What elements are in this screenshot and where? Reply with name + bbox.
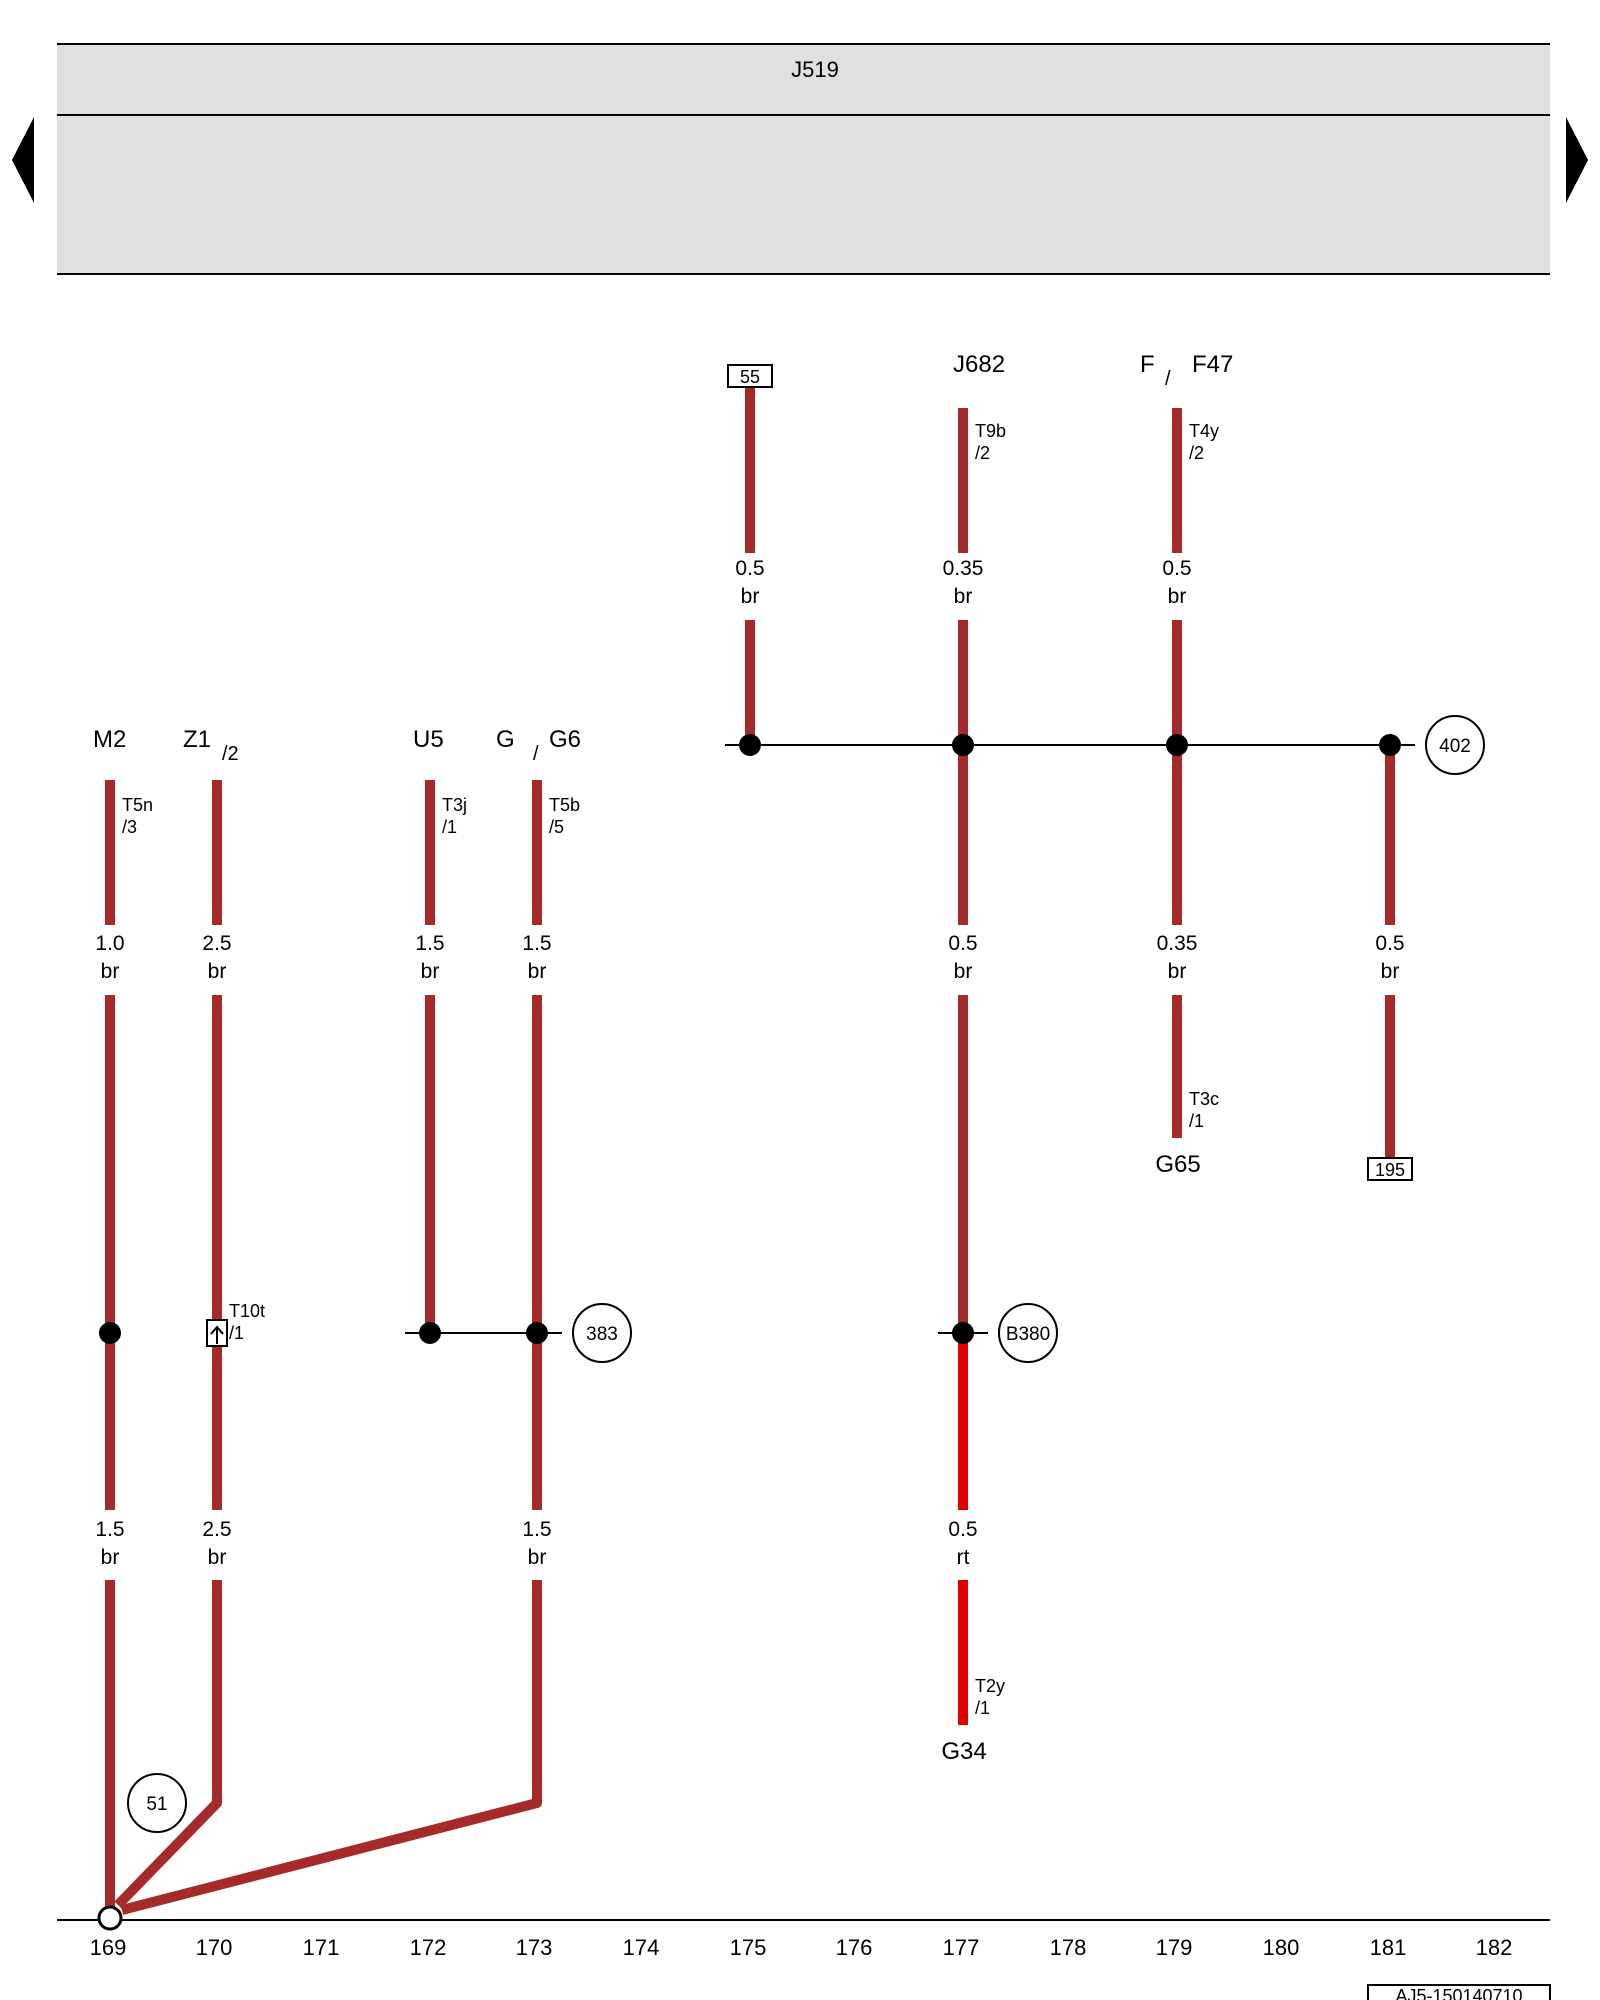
wire-size: 1.5: [522, 932, 551, 955]
ref-circle-51-label: 51: [146, 1794, 167, 1815]
control-unit-title: J519: [791, 57, 839, 82]
connector-t4y: T4y: [1189, 421, 1219, 441]
wire-size: 1.5: [95, 1518, 124, 1541]
connector-t3j: T3j: [442, 795, 467, 815]
wire-color: br: [101, 960, 120, 983]
wire-size: 0.35: [1157, 932, 1198, 955]
component-j682: J682: [953, 351, 1005, 378]
wire-size: 1.0: [95, 932, 124, 955]
ref-circle-51[interactable]: [127, 1773, 187, 1833]
wire-labels: 1.0 br 2.5 br 1.5 br 1.5 br 0.5 br 0.35 …: [95, 557, 1404, 1569]
wire-color: br: [1168, 585, 1187, 608]
ref-circle-402[interactable]: [1425, 715, 1485, 775]
wire-color: br: [421, 960, 440, 983]
grid-number: 181: [1370, 1935, 1407, 1960]
wire-color: br: [208, 960, 227, 983]
grid-number: 178: [1050, 1935, 1087, 1960]
connector-plug-icon: [206, 1319, 228, 1347]
wire-size: 1.5: [415, 932, 444, 955]
component-f47: F47: [1192, 351, 1233, 378]
wire-color: br: [208, 1546, 227, 1569]
connector-labels: T5n /3 T3j /1 T5b /5 T9b /2 T4y /2 T3c /…: [122, 421, 1219, 1718]
wire-size: 0.5: [1375, 932, 1404, 955]
grid-number: 179: [1156, 1935, 1193, 1960]
connector-t5b-pin: /5: [549, 817, 564, 837]
wire-color: br: [1381, 960, 1400, 983]
connector-t2y: T2y: [975, 1676, 1005, 1696]
grid-number: 176: [836, 1935, 873, 1960]
wire-color: br: [1168, 960, 1187, 983]
grid-numbers: 169 170 171 172 173 174 175 176 177 178 …: [90, 1935, 1513, 1960]
component-f: F: [1140, 351, 1155, 378]
footer-code-box: [1367, 1984, 1551, 2000]
connector-t2y-pin: /1: [975, 1698, 990, 1718]
wire-color: br: [954, 960, 973, 983]
wire-size: 1.5: [522, 1518, 551, 1541]
component-g6: G6: [549, 726, 581, 753]
grid-number: 172: [410, 1935, 447, 1960]
ref-circle-402-label: 402: [1439, 736, 1471, 757]
ref-circle-383-label: 383: [586, 1324, 618, 1345]
brown-wires: [105, 385, 1395, 1915]
component-labels: M2 Z1 /2 U5 G / G6 J682 F / F47 G65 G34: [93, 351, 1233, 1765]
wire-color: br: [101, 1546, 120, 1569]
component-g: G: [496, 726, 515, 753]
connector-t5n: T5n: [122, 795, 153, 815]
ref-box-55-label: 55: [740, 367, 760, 387]
wire-size: 2.5: [202, 1518, 231, 1541]
ref-circle-b380-label: B380: [1006, 1324, 1050, 1345]
connector-t3c: T3c: [1189, 1089, 1219, 1109]
connector-t10t: T10t: [229, 1301, 265, 1321]
wire-color: br: [741, 585, 760, 608]
component-g34: G34: [941, 1738, 986, 1765]
grid-number: 169: [90, 1935, 127, 1960]
connector-t4y-pin: /2: [1189, 443, 1204, 463]
component-m2: M2: [93, 726, 126, 753]
grid-number: 182: [1476, 1935, 1513, 1960]
connector-t5b: T5b: [549, 795, 580, 815]
wire-size: 0.5: [735, 557, 764, 580]
prev-page-arrow-icon[interactable]: [12, 117, 34, 203]
connector-t3j-pin: /1: [442, 817, 457, 837]
component-u5: U5: [413, 726, 444, 753]
wire-color: br: [528, 1546, 547, 1569]
ref-box-195-label: 195: [1375, 1160, 1405, 1180]
wire-color: br: [954, 585, 973, 608]
ref-box-195[interactable]: [1367, 1157, 1413, 1181]
grid-number: 170: [196, 1935, 233, 1960]
grid-number: 171: [303, 1935, 340, 1960]
wire-size: 2.5: [202, 932, 231, 955]
grid-number: 175: [730, 1935, 767, 1960]
wire-size: 0.5: [948, 1518, 977, 1541]
wire-size: 0.5: [1162, 557, 1191, 580]
wire-color: br: [528, 960, 547, 983]
ref-box-55[interactable]: [727, 364, 773, 388]
component-g65: G65: [1155, 1151, 1200, 1178]
connector-t10t-pin: /1: [229, 1323, 244, 1343]
junction-dots: [99, 734, 1401, 1344]
connector-t5n-pin: /3: [122, 817, 137, 837]
footer-code: AJ5-150140710: [1395, 1986, 1522, 2000]
next-page-arrow-icon[interactable]: [1566, 117, 1588, 203]
grid-number: 177: [943, 1935, 980, 1960]
connector-t9b: T9b: [975, 421, 1006, 441]
ground-point-icon: [97, 1905, 123, 1931]
grid-number: 180: [1263, 1935, 1300, 1960]
grid-number: 173: [516, 1935, 553, 1960]
wire-color: rt: [957, 1546, 970, 1569]
component-f47-separator: /: [1165, 368, 1171, 390]
wire-size: 0.35: [943, 557, 984, 580]
component-z1: Z1: [183, 726, 211, 753]
bus-lines: [57, 744, 1550, 1921]
connector-t9b-pin: /2: [975, 443, 990, 463]
wire-size: 0.5: [948, 932, 977, 955]
connector-t3c-pin: /1: [1189, 1111, 1204, 1131]
ref-circle-383[interactable]: [572, 1303, 632, 1363]
grid-number: 174: [623, 1935, 660, 1960]
component-g6-separator: /: [533, 743, 539, 765]
header-band: [57, 44, 1550, 274]
ref-circle-b380[interactable]: [998, 1303, 1058, 1363]
component-z1-pin: /2: [222, 743, 239, 765]
